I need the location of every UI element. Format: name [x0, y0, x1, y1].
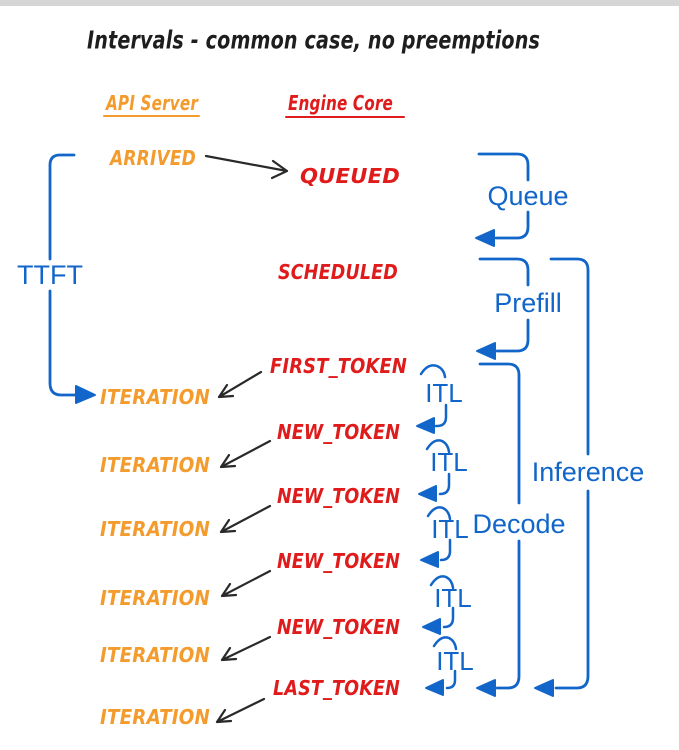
event-first-token: FIRST_TOKEN — [270, 354, 407, 378]
event-arrived: ARRIVED — [108, 146, 196, 170]
label-inference: Inference — [532, 457, 645, 487]
inference-arrowhead-left-icon — [534, 679, 554, 697]
itl-4-arrowhead-left-icon — [422, 618, 441, 635]
prefill-bracket-bottom — [495, 318, 530, 353]
event-queued: QUEUED — [300, 164, 400, 188]
itl-5-hook — [445, 669, 457, 690]
window-edge — [0, 0, 679, 6]
itl-3-hook — [439, 538, 452, 562]
queue-bracket-top — [477, 152, 530, 182]
queue-bracket-bottom — [494, 210, 530, 240]
event-iteration-4: ITERATION — [100, 586, 210, 610]
itl-group-3: ITL — [420, 506, 469, 568]
label-itl-1: ITL — [425, 378, 463, 408]
inference-bracket-bottom — [554, 489, 590, 690]
event-last-token: LAST_TOKEN — [273, 676, 400, 700]
itl-1-hook — [434, 403, 448, 428]
arrow-new-token-2-to-iteration — [219, 504, 272, 534]
event-new-token-4: NEW_TOKEN — [277, 615, 400, 639]
event-scheduled: SCHEDULED — [278, 260, 398, 284]
api-server-events: ARRIVED ITERATION ITERATION ITERATION IT… — [100, 146, 210, 729]
event-new-token-2: NEW_TOKEN — [277, 484, 400, 508]
itl-group-5: ITL — [425, 636, 474, 696]
itl-2-hook — [438, 472, 451, 496]
arrow-arrived-to-queued — [204, 154, 289, 180]
ttft-arrowhead-right-icon — [75, 385, 96, 404]
api-server-header: API Server — [104, 91, 198, 115]
label-itl-2: ITL — [430, 447, 468, 477]
decode-bracket-top — [478, 362, 521, 505]
label-ttft: TTFT — [17, 260, 83, 290]
itl-5-arrowhead-left-icon — [425, 679, 444, 696]
itl-5-brace-tick — [432, 636, 458, 651]
decode-bracket: Decode — [472, 362, 566, 697]
queue-bracket: Queue — [475, 152, 569, 247]
itl-4-hook — [442, 606, 455, 629]
event-iteration-3: ITERATION — [100, 517, 210, 541]
itl-group-1: ITL — [416, 364, 463, 434]
prefill-bracket: Prefill — [476, 257, 562, 360]
itl-1-arrowhead-left-icon — [416, 417, 435, 434]
arrow-new-token-4-to-iteration — [220, 635, 272, 662]
label-decode: Decode — [472, 509, 565, 539]
itl-2-arrowhead-left-icon — [418, 485, 437, 502]
prefill-arrowhead-left-icon — [476, 342, 496, 360]
event-new-token-3: NEW_TOKEN — [277, 549, 400, 573]
itl-3-arrowhead-left-icon — [420, 551, 439, 568]
arrow-last-token-to-iteration — [215, 697, 266, 724]
arrow-first-token-to-iteration — [217, 370, 263, 399]
page-title: Intervals - common case, no preemptions — [87, 26, 540, 55]
prefill-bracket-top — [478, 257, 530, 287]
itl-3-brace-tick — [426, 506, 452, 521]
event-new-token-1: NEW_TOKEN — [277, 420, 400, 444]
engine-core-header: Engine Core — [288, 91, 393, 115]
ttft-bracket-top — [48, 153, 76, 261]
ttft-bracket-bottom — [48, 289, 78, 397]
label-prefill: Prefill — [494, 288, 562, 318]
decode-arrowhead-left-icon — [476, 679, 496, 697]
decode-bracket-bottom — [495, 539, 521, 690]
column-headers: API Server Engine Core — [103, 91, 405, 118]
label-queue: Queue — [487, 181, 568, 211]
event-iteration-1: ITERATION — [100, 385, 210, 409]
arrow-new-token-1-to-iteration — [219, 439, 272, 469]
engine-core-events: QUEUED SCHEDULED FIRST_TOKEN NEW_TOKEN N… — [270, 164, 407, 700]
inference-bracket-top — [549, 257, 590, 456]
itl-4-brace-tick — [429, 575, 455, 590]
queue-arrowhead-left-icon — [475, 229, 495, 247]
event-iteration-5: ITERATION — [100, 643, 210, 667]
itl-group-4: ITL — [422, 575, 472, 635]
itl-2-brace-tick — [425, 439, 451, 454]
ttft-bracket: TTFT — [17, 153, 96, 404]
event-iteration-2: ITERATION — [100, 453, 210, 477]
event-connector-arrows — [204, 154, 289, 724]
itl-group-2: ITL — [418, 439, 468, 502]
arrow-new-token-3-to-iteration — [220, 569, 272, 598]
itl-1-brace-tick — [419, 364, 447, 379]
inference-bracket: Inference — [532, 257, 645, 697]
event-iteration-6: ITERATION — [100, 705, 210, 729]
